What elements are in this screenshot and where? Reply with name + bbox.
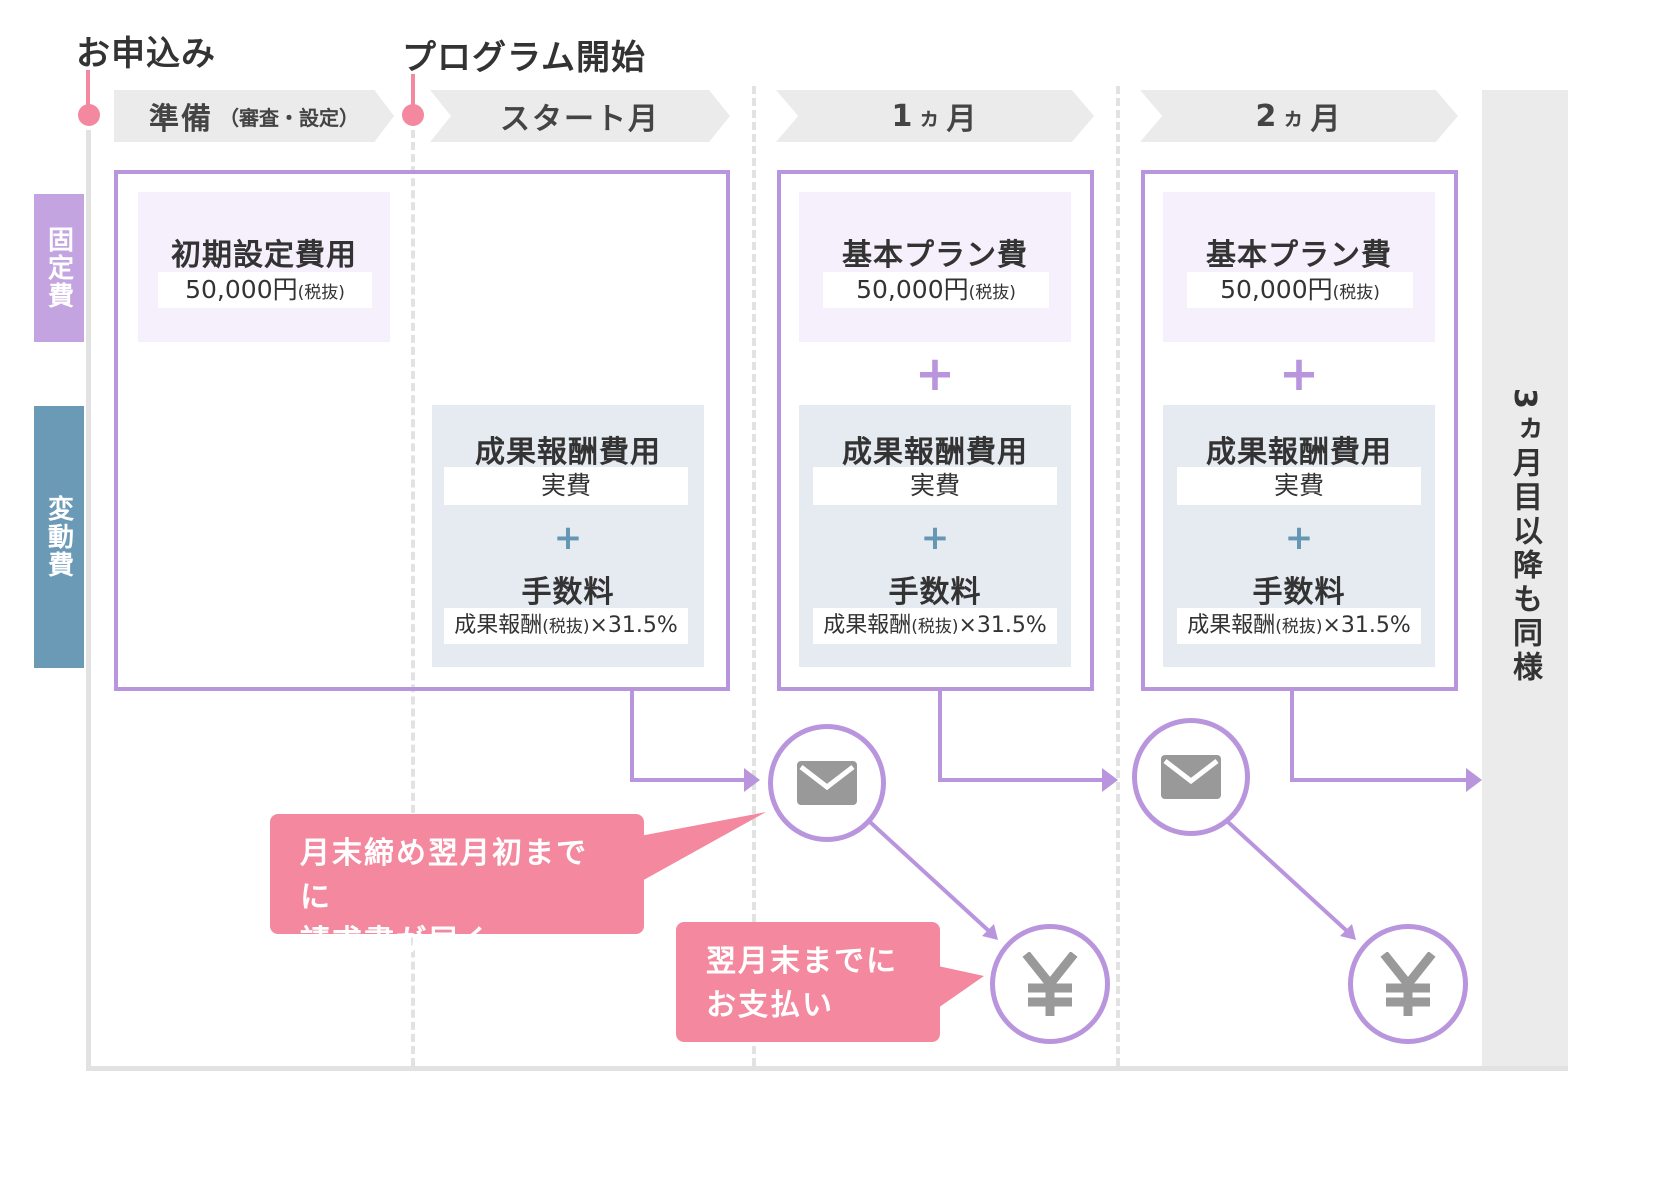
basic-plan-card-month2: 基本プラン費 50,000円(税抜) — [1163, 192, 1435, 342]
separator-month2 — [1116, 86, 1120, 1066]
arrow-month2-to-next — [1290, 691, 1472, 782]
arrowhead — [1466, 768, 1482, 792]
commission-tax: (税抜) — [1275, 617, 1323, 637]
phase-start-month-label: スタート月 — [500, 102, 660, 137]
initial-fee-amount: 50,000円 — [185, 275, 298, 304]
reward-fee-card-start: 成果報酬費用 実費 + 手数料 成果報酬(税抜)×31.5% — [432, 405, 704, 667]
invoice-note-bubble: 月末締め翌月初までに 請求書が届く — [270, 814, 644, 959]
milestone-start-dot — [402, 104, 424, 126]
basic-plan-amount: 50,000円 — [856, 275, 969, 304]
arrow-invoice2-to-payment — [1226, 820, 1350, 934]
basic-plan-card-month1: 基本プラン費 50,000円(税抜) — [799, 192, 1071, 342]
fixed-cost-label: 固定費 — [34, 194, 84, 342]
milestone-apply-line — [86, 70, 90, 110]
reward-fee-card-month1: 成果報酬費用 実費 + 手数料 成果報酬(税抜)×31.5% — [799, 405, 1071, 667]
phase-prep-label: 準備 — [149, 102, 213, 137]
milestone-program-start: プログラム開始 — [402, 38, 646, 78]
phase-month2-month: 月 — [1310, 102, 1343, 137]
reward-fee-title: 成果報酬費用 — [1206, 435, 1392, 470]
commission-formula: 成果報酬(税抜)×31.5% — [1177, 608, 1421, 644]
basic-plan-title: 基本プラン費 — [1206, 238, 1392, 273]
bubble-tail-invoice — [640, 812, 766, 882]
commission-prefix: 成果報酬 — [823, 613, 912, 638]
phase-prep: 準備 （審査・設定） — [114, 90, 394, 142]
arrowhead — [982, 924, 998, 940]
commission-title: 手数料 — [1252, 575, 1346, 610]
variable-cost-label: 変動費 — [34, 406, 84, 668]
payment-note-line2: お支払い — [706, 988, 834, 1023]
milestone-apply-dot — [78, 104, 100, 126]
commission-prefix: 成果報酬 — [454, 613, 543, 638]
commission-title: 手数料 — [521, 575, 615, 610]
timeline-axis — [86, 130, 91, 1071]
payment-circle-1 — [990, 924, 1110, 1044]
start-period-frame — [114, 170, 730, 691]
reward-fee-title: 成果報酬費用 — [842, 435, 1028, 470]
arrow-invoice1-to-payment — [868, 820, 992, 934]
phase-month2-num: 2 — [1255, 98, 1279, 134]
bubble-tail-payment — [938, 966, 984, 1008]
separator-start — [411, 130, 415, 1066]
plus-icon: + — [1284, 518, 1314, 558]
month2-frame — [1141, 170, 1458, 691]
yen-icon — [1022, 952, 1078, 1016]
reward-fee-card-month2: 成果報酬費用 実費 + 手数料 成果報酬(税抜)×31.5% — [1163, 405, 1435, 667]
commission-tax: (税抜) — [911, 617, 959, 637]
payment-circle-2 — [1348, 924, 1468, 1044]
arrow-start-to-invoice — [630, 691, 748, 782]
commission-rate: ×31.5% — [1322, 613, 1411, 638]
invoice-note-line2: 請求書が届く — [300, 924, 492, 959]
phase-prep-sub: （審査・設定） — [219, 105, 359, 130]
arrowhead — [1340, 924, 1356, 940]
basic-plan-title: 基本プラン費 — [842, 238, 1028, 273]
invoice-circle-2 — [1132, 718, 1250, 836]
phase-month1-month: 月 — [946, 102, 979, 137]
invoice-circle-1 — [768, 724, 886, 842]
milestone-apply: お申込み — [76, 34, 216, 74]
reward-fee-title: 成果報酬費用 — [475, 435, 661, 470]
initial-fee-tax: (税抜) — [297, 283, 345, 303]
later-months-text: 3ヵ月目以降も同様 — [1507, 388, 1542, 685]
basic-plan-tax: (税抜) — [968, 283, 1016, 303]
plus-icon: + — [1278, 346, 1320, 402]
basic-plan-tax: (税抜) — [1332, 283, 1380, 303]
basic-plan-amount: 50,000円 — [1220, 275, 1333, 304]
separator-month1 — [752, 86, 756, 1066]
phase-month1-num: 1 — [891, 98, 915, 134]
plus-icon: + — [920, 518, 950, 558]
month1-frame — [777, 170, 1094, 691]
timeline-baseline — [86, 1066, 1568, 1071]
reward-fee-actual: 実費 — [813, 467, 1057, 505]
commission-tax: (税抜) — [542, 617, 590, 637]
invoice-note-line1: 月末締め翌月初までに — [300, 836, 588, 915]
plus-icon: + — [914, 346, 956, 402]
mail-icon — [1161, 755, 1221, 799]
commission-prefix: 成果報酬 — [1187, 613, 1276, 638]
initial-fee-card: 初期設定費用 50,000円(税抜) — [138, 192, 390, 342]
commission-rate: ×31.5% — [589, 613, 678, 638]
later-months-column: 3ヵ月目以降も同様 — [1482, 90, 1568, 1066]
basic-plan-amount-pill: 50,000円(税抜) — [1187, 272, 1413, 308]
phase-month1-unit: ヵ — [918, 106, 943, 131]
plus-icon: + — [553, 518, 583, 558]
reward-fee-actual: 実費 — [444, 467, 688, 505]
commission-formula: 成果報酬(税抜)×31.5% — [444, 608, 688, 644]
initial-fee-amount-pill: 50,000円(税抜) — [158, 272, 372, 308]
arrow-month1-to-next — [938, 691, 1108, 782]
commission-title: 手数料 — [888, 575, 982, 610]
payment-note-line1: 翌月末までに — [706, 944, 898, 979]
mail-icon — [797, 761, 857, 805]
commission-rate: ×31.5% — [958, 613, 1047, 638]
phase-month2-unit: ヵ — [1282, 106, 1307, 131]
basic-plan-amount-pill: 50,000円(税抜) — [823, 272, 1049, 308]
milestone-start-line — [411, 74, 415, 110]
commission-formula: 成果報酬(税抜)×31.5% — [813, 608, 1057, 644]
initial-fee-title: 初期設定費用 — [171, 238, 357, 273]
phase-start-month: スタート月 — [430, 90, 730, 142]
reward-fee-actual: 実費 — [1177, 467, 1421, 505]
yen-icon — [1380, 952, 1436, 1016]
payment-note-bubble: 翌月末までに お支払い — [676, 922, 940, 1042]
